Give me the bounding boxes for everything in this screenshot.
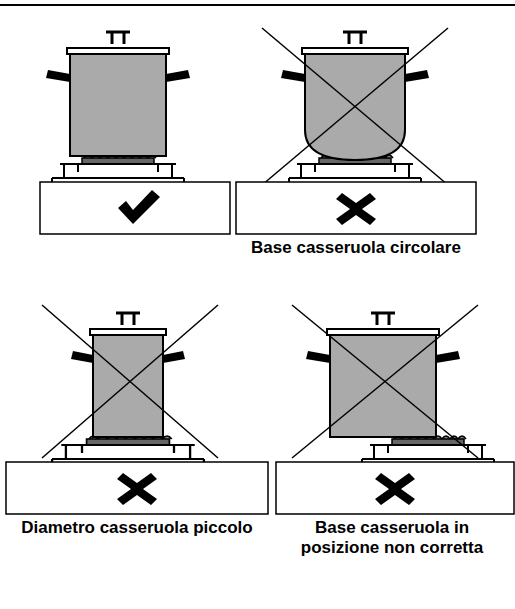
cross-mark xyxy=(375,473,415,505)
caption-label: Base casseruola in posizione non corrett… xyxy=(274,518,510,558)
caption-label: Base casseruola circolare xyxy=(236,238,476,258)
pot-round-base xyxy=(262,28,448,185)
pot-off-centre xyxy=(292,305,494,465)
pot-correct xyxy=(46,32,190,184)
check-mark xyxy=(118,190,160,224)
caption-label: Diametro casseruola piccolo xyxy=(2,518,272,538)
cross-mark xyxy=(117,473,157,505)
pot-small-diameter xyxy=(42,305,218,465)
cross-mark xyxy=(336,193,376,225)
symbol-box xyxy=(40,182,230,234)
symbol-box xyxy=(236,182,476,234)
symbol-box xyxy=(276,462,514,514)
symbol-box xyxy=(6,462,268,514)
